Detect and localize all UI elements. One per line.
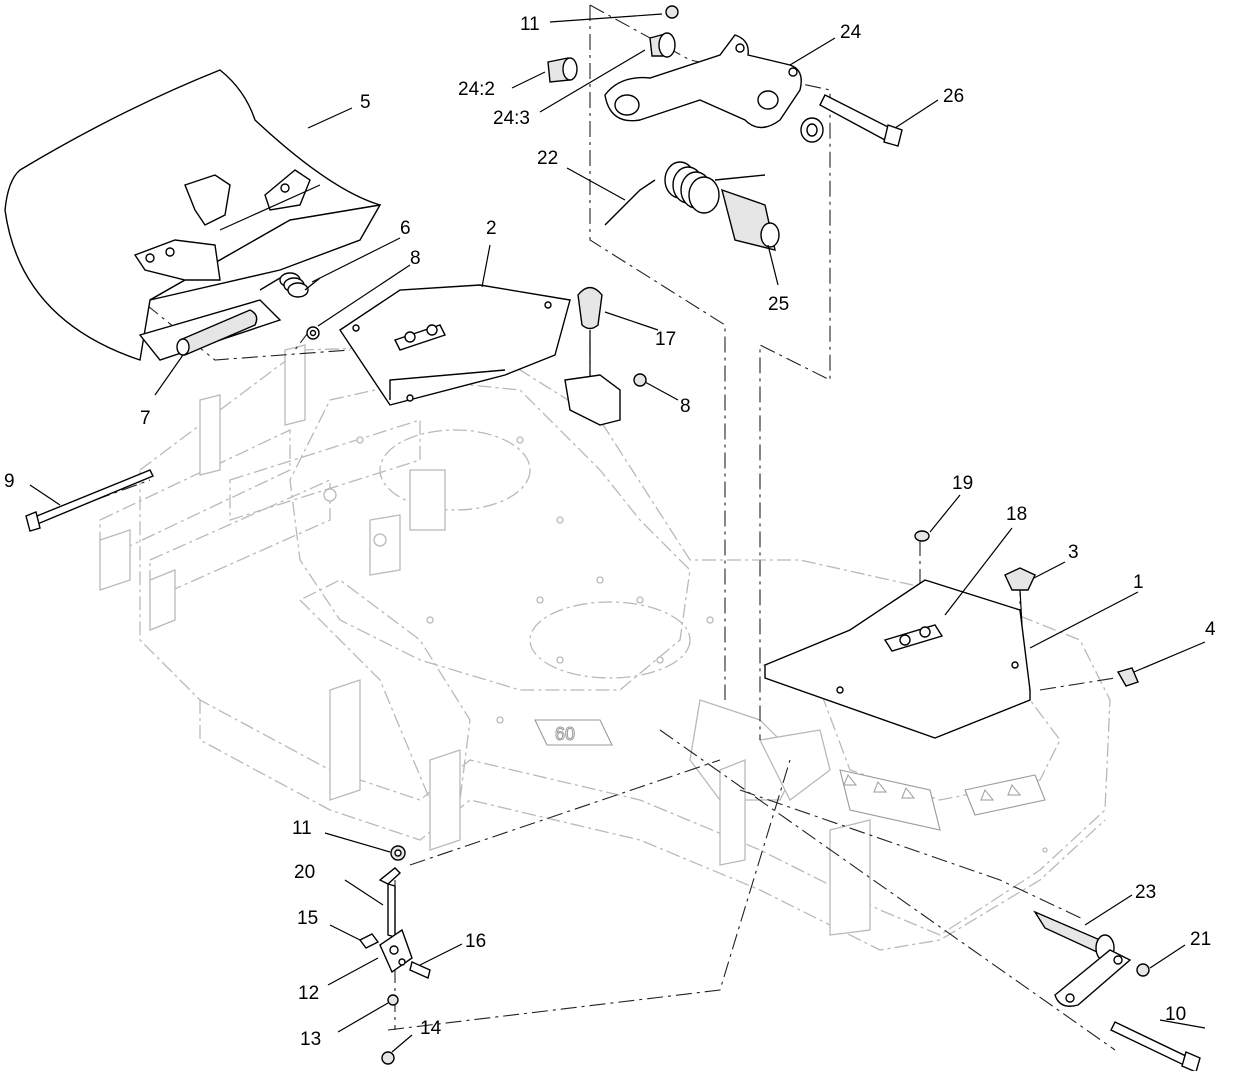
hanger-rod [25,469,154,532]
right-belt-cover [763,579,1031,739]
callout-3: 3 [1068,542,1079,563]
callout-4: 4 [1205,619,1216,640]
callout-5: 5 [360,92,371,113]
callout-6: 6 [400,218,411,239]
callout-22: 22 [537,148,558,169]
callout-2: 2 [486,218,497,239]
callout-19: 19 [952,473,973,494]
callout-23: 23 [1135,882,1156,903]
deck-bolt-holes [323,436,1048,853]
spacer-tube [720,188,780,251]
callout-16: 16 [465,931,486,952]
deck-size-decal: 60 [534,719,613,746]
pivot-bolt [819,94,903,147]
callout-14: 14 [420,1018,442,1039]
svg-text:60: 60 [555,724,575,744]
callout-10: 10 [1165,1004,1186,1025]
leader-lines [29,13,1206,1053]
callout-20: 20 [294,862,315,883]
cover-knob [564,286,621,426]
discharge-chute [4,69,382,361]
plug-cap [914,530,930,542]
callout-8-left: 8 [410,248,421,269]
callout-25: 25 [768,294,789,315]
callout-24-3: 24:3 [493,108,530,129]
callout-15: 15 [297,908,318,929]
idler-spring [604,161,766,226]
callout-7: 7 [140,408,151,429]
callout-11-lower: 11 [292,818,312,839]
bushing-24-3 [649,32,676,58]
callout-11-top: 11 [520,14,540,35]
t-knob [1004,567,1036,626]
callout-18: 18 [1006,504,1027,525]
cable-clip [1116,667,1139,687]
callout-labels: 11 24:2 24:3 24 26 22 25 5 6 8 2 7 17 8 … [4,14,1216,1050]
warning-decals [839,769,1046,831]
callout-24: 24 [840,22,862,43]
pivot-shaft [1033,910,1132,1007]
flange-nut [1136,963,1150,977]
callout-12: 12 [298,983,319,1004]
callout-21: 21 [1190,929,1211,950]
callout-24-2: 24:2 [458,79,495,100]
callout-9: 9 [4,471,15,492]
small-nut-left [306,326,320,340]
small-nut-right [633,373,647,387]
nut-top [665,5,679,19]
left-belt-cover [339,284,571,406]
callout-13: 13 [300,1029,321,1050]
torsion-spring [259,272,321,298]
nut-lower [390,845,406,861]
bushing-24-2 [547,57,578,83]
idler-arm [604,34,802,129]
callout-8-right: 8 [680,396,691,417]
bushing-right [800,117,824,143]
long-bolt [1110,1021,1201,1071]
height-link-assembly [358,867,431,1065]
callout-26: 26 [943,86,964,107]
callout-17: 17 [655,329,676,350]
mower-deck-housing: 60 [99,344,1111,951]
callout-1: 1 [1133,572,1144,593]
